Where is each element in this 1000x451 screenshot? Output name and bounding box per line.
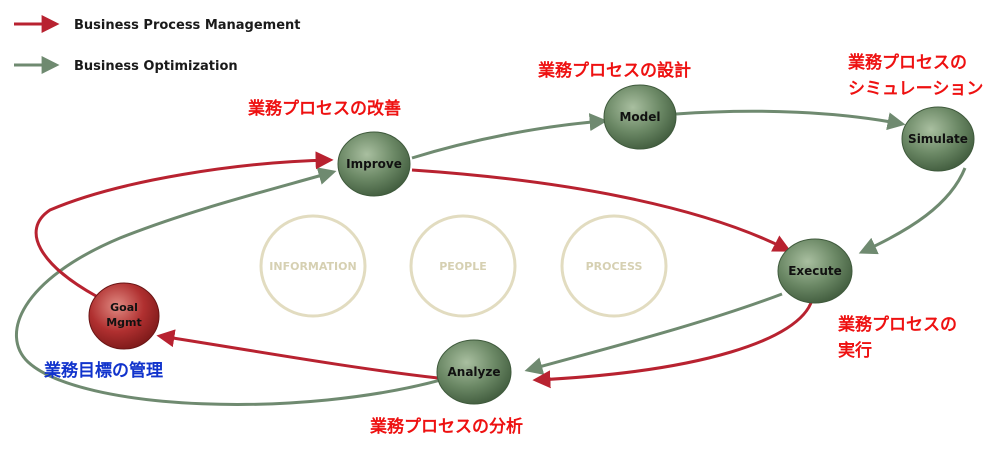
jp-label-execution-line2: 実行 [838,340,872,361]
node-improve: Improve [337,131,411,197]
arrow-execute-to-analyze-red [532,299,814,389]
jp-label-design: 業務プロセスの設計 [538,60,691,81]
bpm-arrows [34,151,814,389]
pillars: INFORMATION PEOPLE PROCESS [259,214,668,318]
node-simulate-label: Simulate [908,132,968,146]
pillar-information: INFORMATION [259,214,367,318]
arrow-goal-to-improve [34,151,334,298]
node-model: Model [603,84,677,150]
jp-annotations: 業務プロセスの設計 業務プロセスの改善 業務プロセスの シミュレーション 業務プ… [44,52,983,437]
node-analyze: Analyze [436,339,512,405]
arrow-simulate-to-execute [858,167,967,255]
node-execute-label: Execute [788,264,842,278]
arrow-improve-to-model [411,113,608,160]
pillar-information-label: INFORMATION [269,260,356,273]
legend: Business Process Management Business Opt… [14,15,301,74]
node-improve-label: Improve [346,157,402,171]
pillar-people: PEOPLE [409,214,517,318]
node-goal-mgmt: Goal Mgmt [88,282,160,350]
pillar-people-label: PEOPLE [439,260,487,273]
legend-bpm-label: Business Process Management [74,18,301,33]
optimization-arrows [14,109,967,406]
arrow-execute-to-analyze [524,292,783,375]
legend-item-bpm: Business Process Management [14,15,301,33]
node-analyze-label: Analyze [448,365,501,379]
jp-label-improvement: 業務プロセスの改善 [248,98,401,119]
jp-label-goal-management: 業務目標の管理 [44,360,163,381]
legend-item-optimization: Business Optimization [14,56,238,74]
legend-optimization-label: Business Optimization [74,59,238,74]
arrow-analyze-to-goal [156,329,439,380]
jp-label-simulation-line1: 業務プロセスの [848,52,967,73]
node-simulate: Simulate [901,106,975,172]
arrow-improve-to-execute [411,168,792,252]
node-execute: Execute [777,238,853,304]
jp-label-simulation-line2: シミュレーション [848,79,983,99]
jp-label-execution-line1: 業務プロセスの [838,314,957,335]
pillar-process: PROCESS [560,214,668,318]
node-model-label: Model [619,110,660,124]
jp-label-analysis: 業務プロセスの分析 [370,416,523,437]
node-goal-label-line2: Mgmt [106,316,142,329]
pillar-process-label: PROCESS [586,260,643,273]
node-goal-label-line1: Goal [110,301,138,314]
arrow-model-to-simulate [675,109,906,131]
arrow-analyze-to-improve [14,167,449,406]
